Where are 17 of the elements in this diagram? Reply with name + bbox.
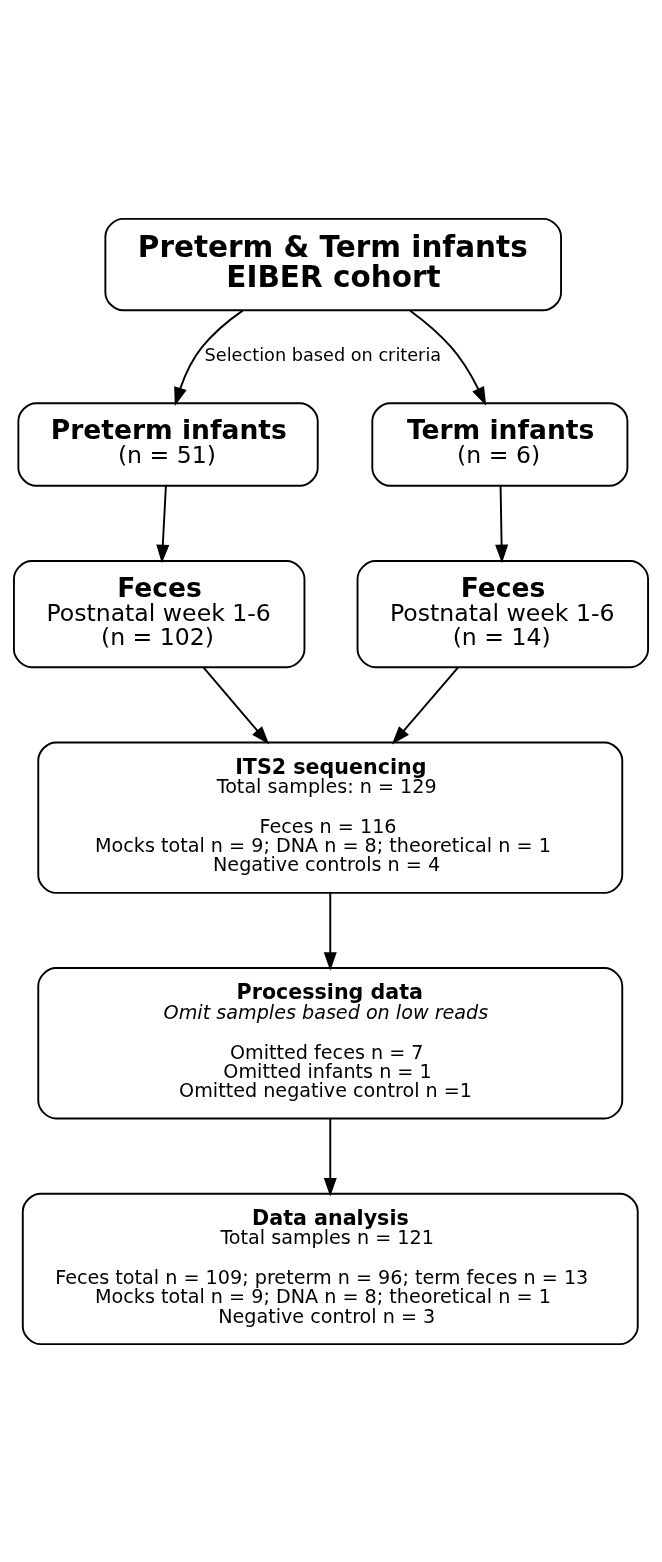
arrow bbox=[409, 309, 487, 406]
node-box: Data analysis Total samples n = 121 Feces total n = 109; preterm n = 96; term feces n = 13 Mocks total n = 9; DNA n = 8; theoretical n = 1 Negative control n = 3 bbox=[21, 1192, 639, 1345]
arrow bbox=[323, 1117, 337, 1196]
arrow bbox=[323, 891, 337, 971]
node-box: Feces Postnatal week 1-6 (n = 14) bbox=[356, 559, 649, 668]
arrow bbox=[174, 309, 244, 406]
edge-label: Selection based on criteria bbox=[204, 344, 442, 365]
arrow bbox=[156, 484, 170, 563]
node-box: Preterm infants (n = 51) bbox=[17, 401, 319, 487]
node-box: Processing data Omit samples based on low reads Omitted feces n = 7 Omitted infants n = 1 Omitted negative control n =1 bbox=[37, 966, 624, 1119]
arrow bbox=[391, 665, 460, 745]
node-box: Term infants (n = 6) bbox=[371, 401, 629, 487]
node-box: Preterm & Term infants EIBER cohort bbox=[104, 217, 562, 311]
arrow bbox=[495, 484, 509, 563]
node-box: Feces Postnatal week 1-6 (n = 102) bbox=[13, 559, 306, 668]
arrow bbox=[202, 665, 270, 745]
node-box: ITS2 sequencing Total samples: n = 129 Feces n = 116 Mocks total n = 9; DNA n = 8; theoretical n = 1 Negative controls n = 4 bbox=[37, 740, 624, 894]
